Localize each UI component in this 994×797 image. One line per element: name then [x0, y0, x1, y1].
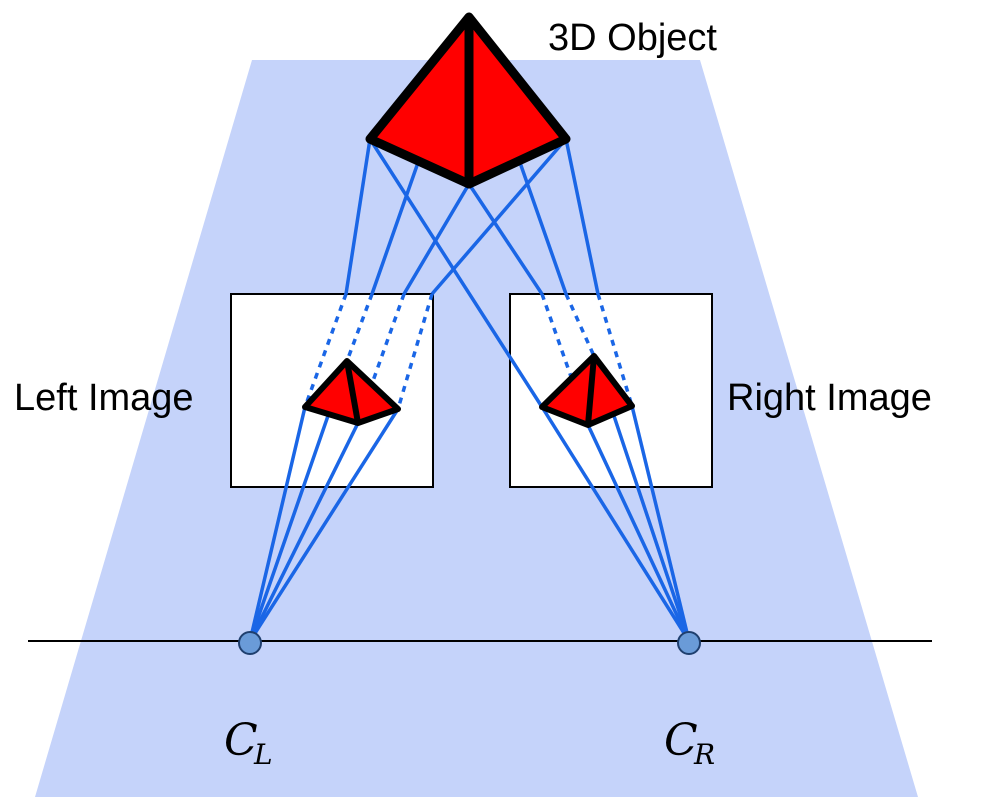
left-image-label: Left Image — [14, 377, 194, 419]
left-camera-subscript: L — [253, 738, 273, 771]
right-camera-center — [677, 631, 701, 655]
object-label: 3D Object — [548, 17, 717, 59]
right-image-label: Right Image — [727, 377, 932, 419]
right-camera-subscript: R — [693, 738, 715, 771]
right-image-plane — [509, 293, 713, 488]
left-camera-center — [238, 631, 262, 655]
right-camera-label: C — [664, 715, 698, 766]
left-camera-label: C — [224, 715, 258, 766]
3d-object-pyramid — [365, 12, 571, 189]
right-image-pyramid — [539, 353, 635, 428]
left-image-pyramid — [302, 358, 401, 426]
